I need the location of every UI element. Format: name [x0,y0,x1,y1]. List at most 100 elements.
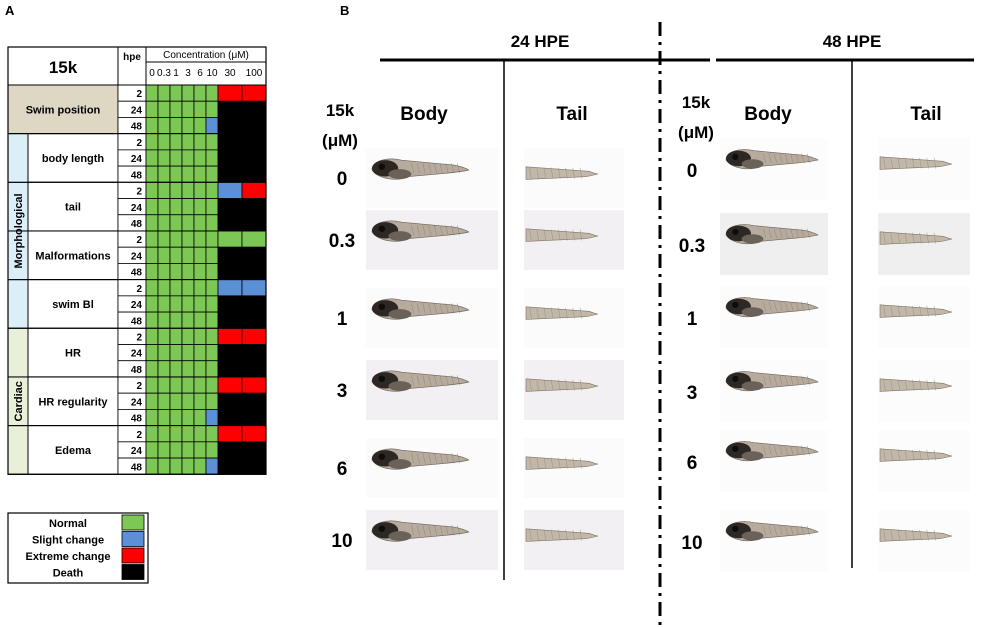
hpe-value: 48 [131,414,143,425]
result-cell [145,198,159,216]
result-cell [181,425,195,443]
parameter-label: tail [65,202,81,214]
result-cell [241,344,267,362]
hpe-value: 24 [131,154,143,165]
result-cell [205,198,219,216]
result-cell [241,279,267,297]
result-cell [193,84,207,102]
result-cell [181,117,195,135]
result-cell [169,360,183,378]
result-cell [241,84,267,102]
result-cell [193,295,207,313]
result-cell [193,457,207,475]
result-cell [145,149,159,167]
result-cell [217,149,243,167]
result-cell [145,327,159,345]
larva-body-image [725,521,819,542]
result-cell [157,279,171,297]
larva-body-image [725,297,819,318]
result-cell [181,344,195,362]
larva-body-image [371,158,470,180]
result-cell [205,344,219,362]
result-cell [169,295,183,313]
timepoint-title: 48 HPE [823,32,882,51]
result-cell [145,360,159,378]
result-cell [217,295,243,313]
dose-label: 6 [687,453,698,474]
hpe-value: 24 [131,251,143,262]
result-cell [181,230,195,248]
result-cell [217,457,243,475]
result-cell [145,408,159,427]
result-cell [205,408,219,427]
result-cell [157,441,171,459]
result-cell [193,149,207,167]
result-cell [157,425,171,443]
result-cell [193,181,207,199]
dose-label: 3 [687,383,698,404]
larva-tail-image [525,378,599,392]
result-cell [241,311,267,329]
result-cell [217,263,243,281]
result-cell [193,279,207,297]
result-cell [145,295,159,313]
larva-tail-image [879,378,953,392]
larva-body-image [371,298,470,320]
image-frame [720,138,828,200]
result-cell [205,263,219,281]
concentration-tick: 30 [224,68,236,79]
result-cell [217,84,243,102]
hpe-value: 48 [131,219,143,230]
result-cell [205,360,219,378]
concentration-tick: 6 [197,68,203,79]
result-cell [169,376,183,394]
result-cell [217,165,243,183]
result-cell [217,327,243,345]
result-cell [181,246,195,264]
panel-b-label: B [340,3,350,18]
result-cell [157,408,171,427]
result-cell [205,279,219,297]
result-cell [145,165,159,183]
result-cell [205,165,219,183]
parameter-label: HR regularity [38,396,108,408]
dose-label: 0 [337,169,348,190]
legend-label: Normal [49,518,87,530]
result-cell [241,376,267,394]
result-cell [181,100,195,118]
result-cell [205,100,219,118]
result-cell [169,425,183,443]
hpe-value: 48 [131,268,143,279]
result-cell [169,214,183,232]
result-cell [205,214,219,232]
hpe-value: 24 [131,397,143,408]
result-cell [241,360,267,378]
result-cell [169,392,183,410]
group-label: Cardiac [13,381,25,421]
result-cell [181,149,195,167]
result-cell [157,246,171,264]
result-cell [157,165,171,183]
result-cell [241,327,267,345]
result-cell [169,165,183,183]
result-cell [157,198,171,216]
result-cell [181,457,195,475]
result-cell [193,165,207,183]
result-cell [157,84,171,102]
result-cell [217,230,243,248]
concentration-tick: 3 [185,68,191,79]
result-cell [181,360,195,378]
larva-tail-image [879,528,953,542]
larva-body-image [725,224,819,245]
result-cell [205,84,219,102]
result-cell [169,246,183,264]
result-cell [241,441,267,459]
result-cell [169,84,183,102]
result-cell [145,376,159,394]
column-header: Tail [910,104,941,125]
result-cell [145,246,159,264]
image-frame [720,510,828,572]
result-cell [169,408,183,427]
